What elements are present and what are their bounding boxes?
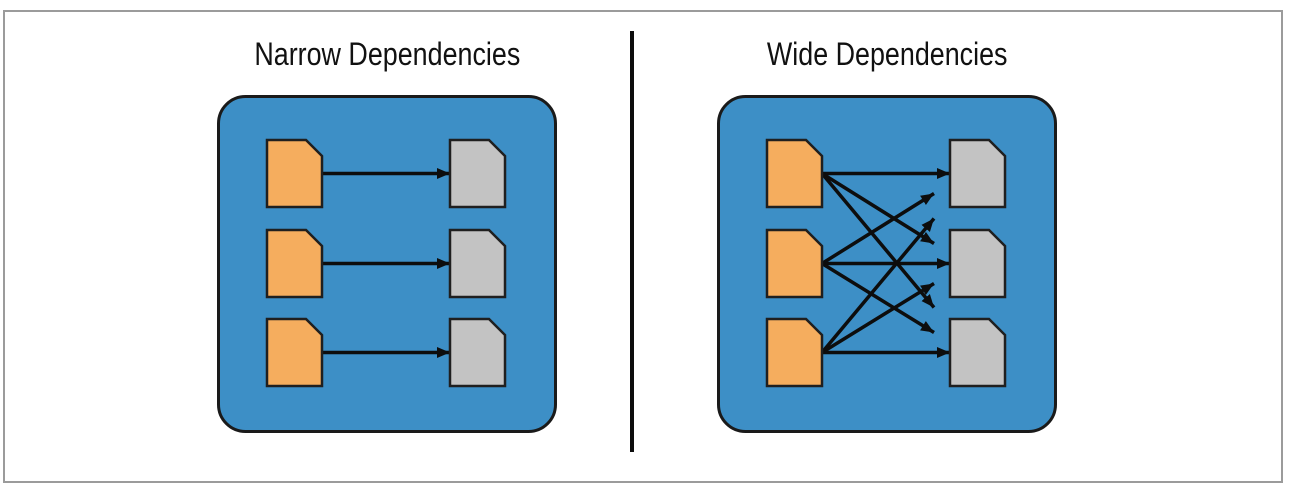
target-partition-file-icon bbox=[448, 228, 507, 299]
dependency-arrow bbox=[821, 262, 935, 334]
source-partition-file-icon bbox=[765, 317, 824, 388]
wide-dependencies-title: Wide Dependencies bbox=[717, 34, 1057, 74]
source-partition-file-icon bbox=[265, 138, 324, 209]
target-partition-file-icon bbox=[948, 138, 1007, 209]
dependency-arrow bbox=[820, 172, 936, 309]
panel-title-text: Narrow Dependencies bbox=[254, 36, 520, 72]
wide-dependencies-diagram bbox=[717, 95, 1057, 433]
dependency-arrow bbox=[821, 172, 935, 245]
narrow-dependencies-diagram bbox=[217, 95, 557, 433]
target-partition-file-icon bbox=[448, 138, 507, 209]
source-partition-file-icon bbox=[765, 138, 824, 209]
target-partition-file-icon bbox=[448, 317, 507, 388]
source-partition-file-icon bbox=[765, 228, 824, 299]
dependency-arrow bbox=[821, 282, 935, 354]
dependency-arrow bbox=[821, 192, 935, 265]
panel-title-text: Wide Dependencies bbox=[766, 36, 1008, 72]
target-partition-file-icon bbox=[948, 228, 1007, 299]
target-partition-file-icon bbox=[948, 317, 1007, 388]
panel-divider bbox=[630, 31, 634, 452]
narrow-dependencies-title: Narrow Dependencies bbox=[217, 34, 557, 74]
source-partition-file-icon bbox=[265, 317, 324, 388]
figure-border bbox=[3, 10, 1283, 483]
source-partition-file-icon bbox=[265, 228, 324, 299]
dependency-arrow bbox=[820, 217, 936, 354]
